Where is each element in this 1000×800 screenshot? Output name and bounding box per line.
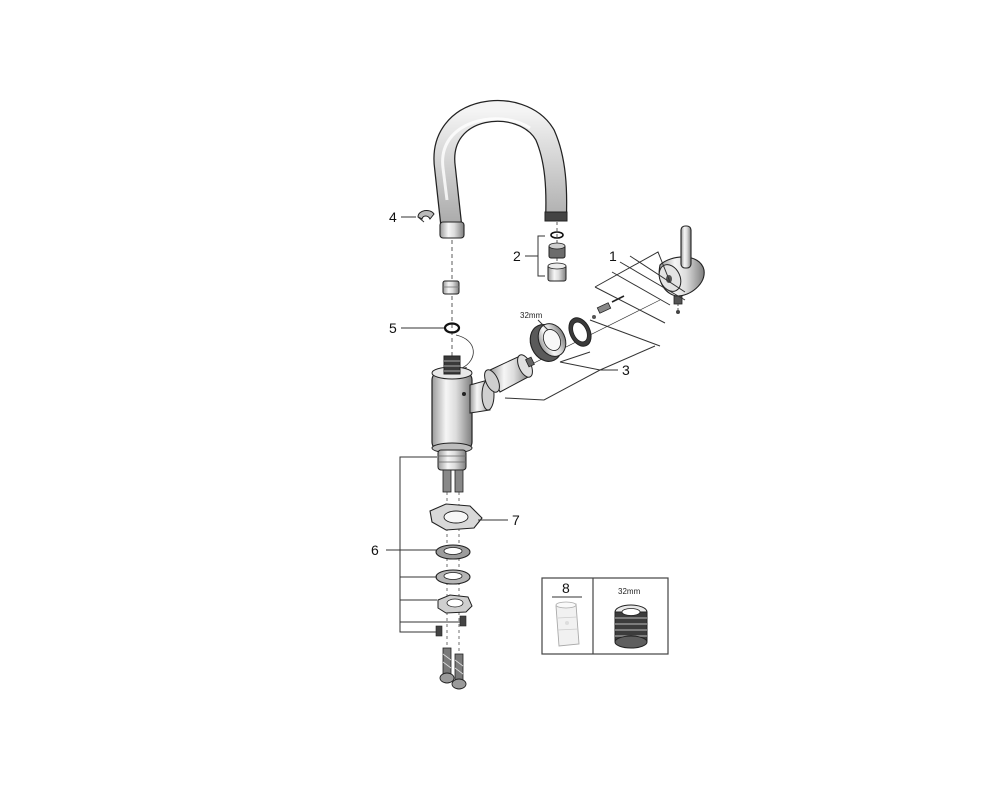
callout-7: 7	[512, 512, 520, 528]
handle-part-1	[658, 225, 705, 314]
cartridge-part-3	[484, 295, 661, 393]
callout-4: 4	[389, 209, 397, 225]
assembly-arrow	[455, 334, 474, 369]
callout-2: 2	[513, 248, 521, 264]
callout-bracket-2	[525, 235, 545, 277]
clip-part-4	[417, 209, 435, 223]
mounting-kit-part-6	[429, 492, 483, 690]
bonnet-nut-inset	[614, 604, 648, 649]
cartridge-nut-size: 32mm	[520, 311, 543, 320]
callout-bracket-1	[594, 251, 686, 324]
inset-nut-size: 32mm	[618, 587, 641, 596]
callout-6: 6	[371, 542, 379, 558]
o-ring-part-5	[443, 322, 461, 334]
spout-bushing	[442, 280, 460, 295]
spare-parts-inset: 8 32mm	[541, 577, 669, 655]
callout-8: 8	[562, 580, 570, 596]
mounting-plate-part-7	[429, 503, 483, 531]
tap-body	[431, 355, 495, 493]
callout-bracket-6	[386, 456, 460, 633]
callout-3: 3	[622, 362, 630, 378]
callout-5: 5	[389, 320, 397, 336]
callout-1: 1	[609, 248, 617, 264]
aerator-part-2	[547, 222, 567, 282]
sleeve-part-8	[555, 601, 580, 647]
callout-bracket-3	[504, 319, 661, 401]
spout	[433, 99, 568, 239]
